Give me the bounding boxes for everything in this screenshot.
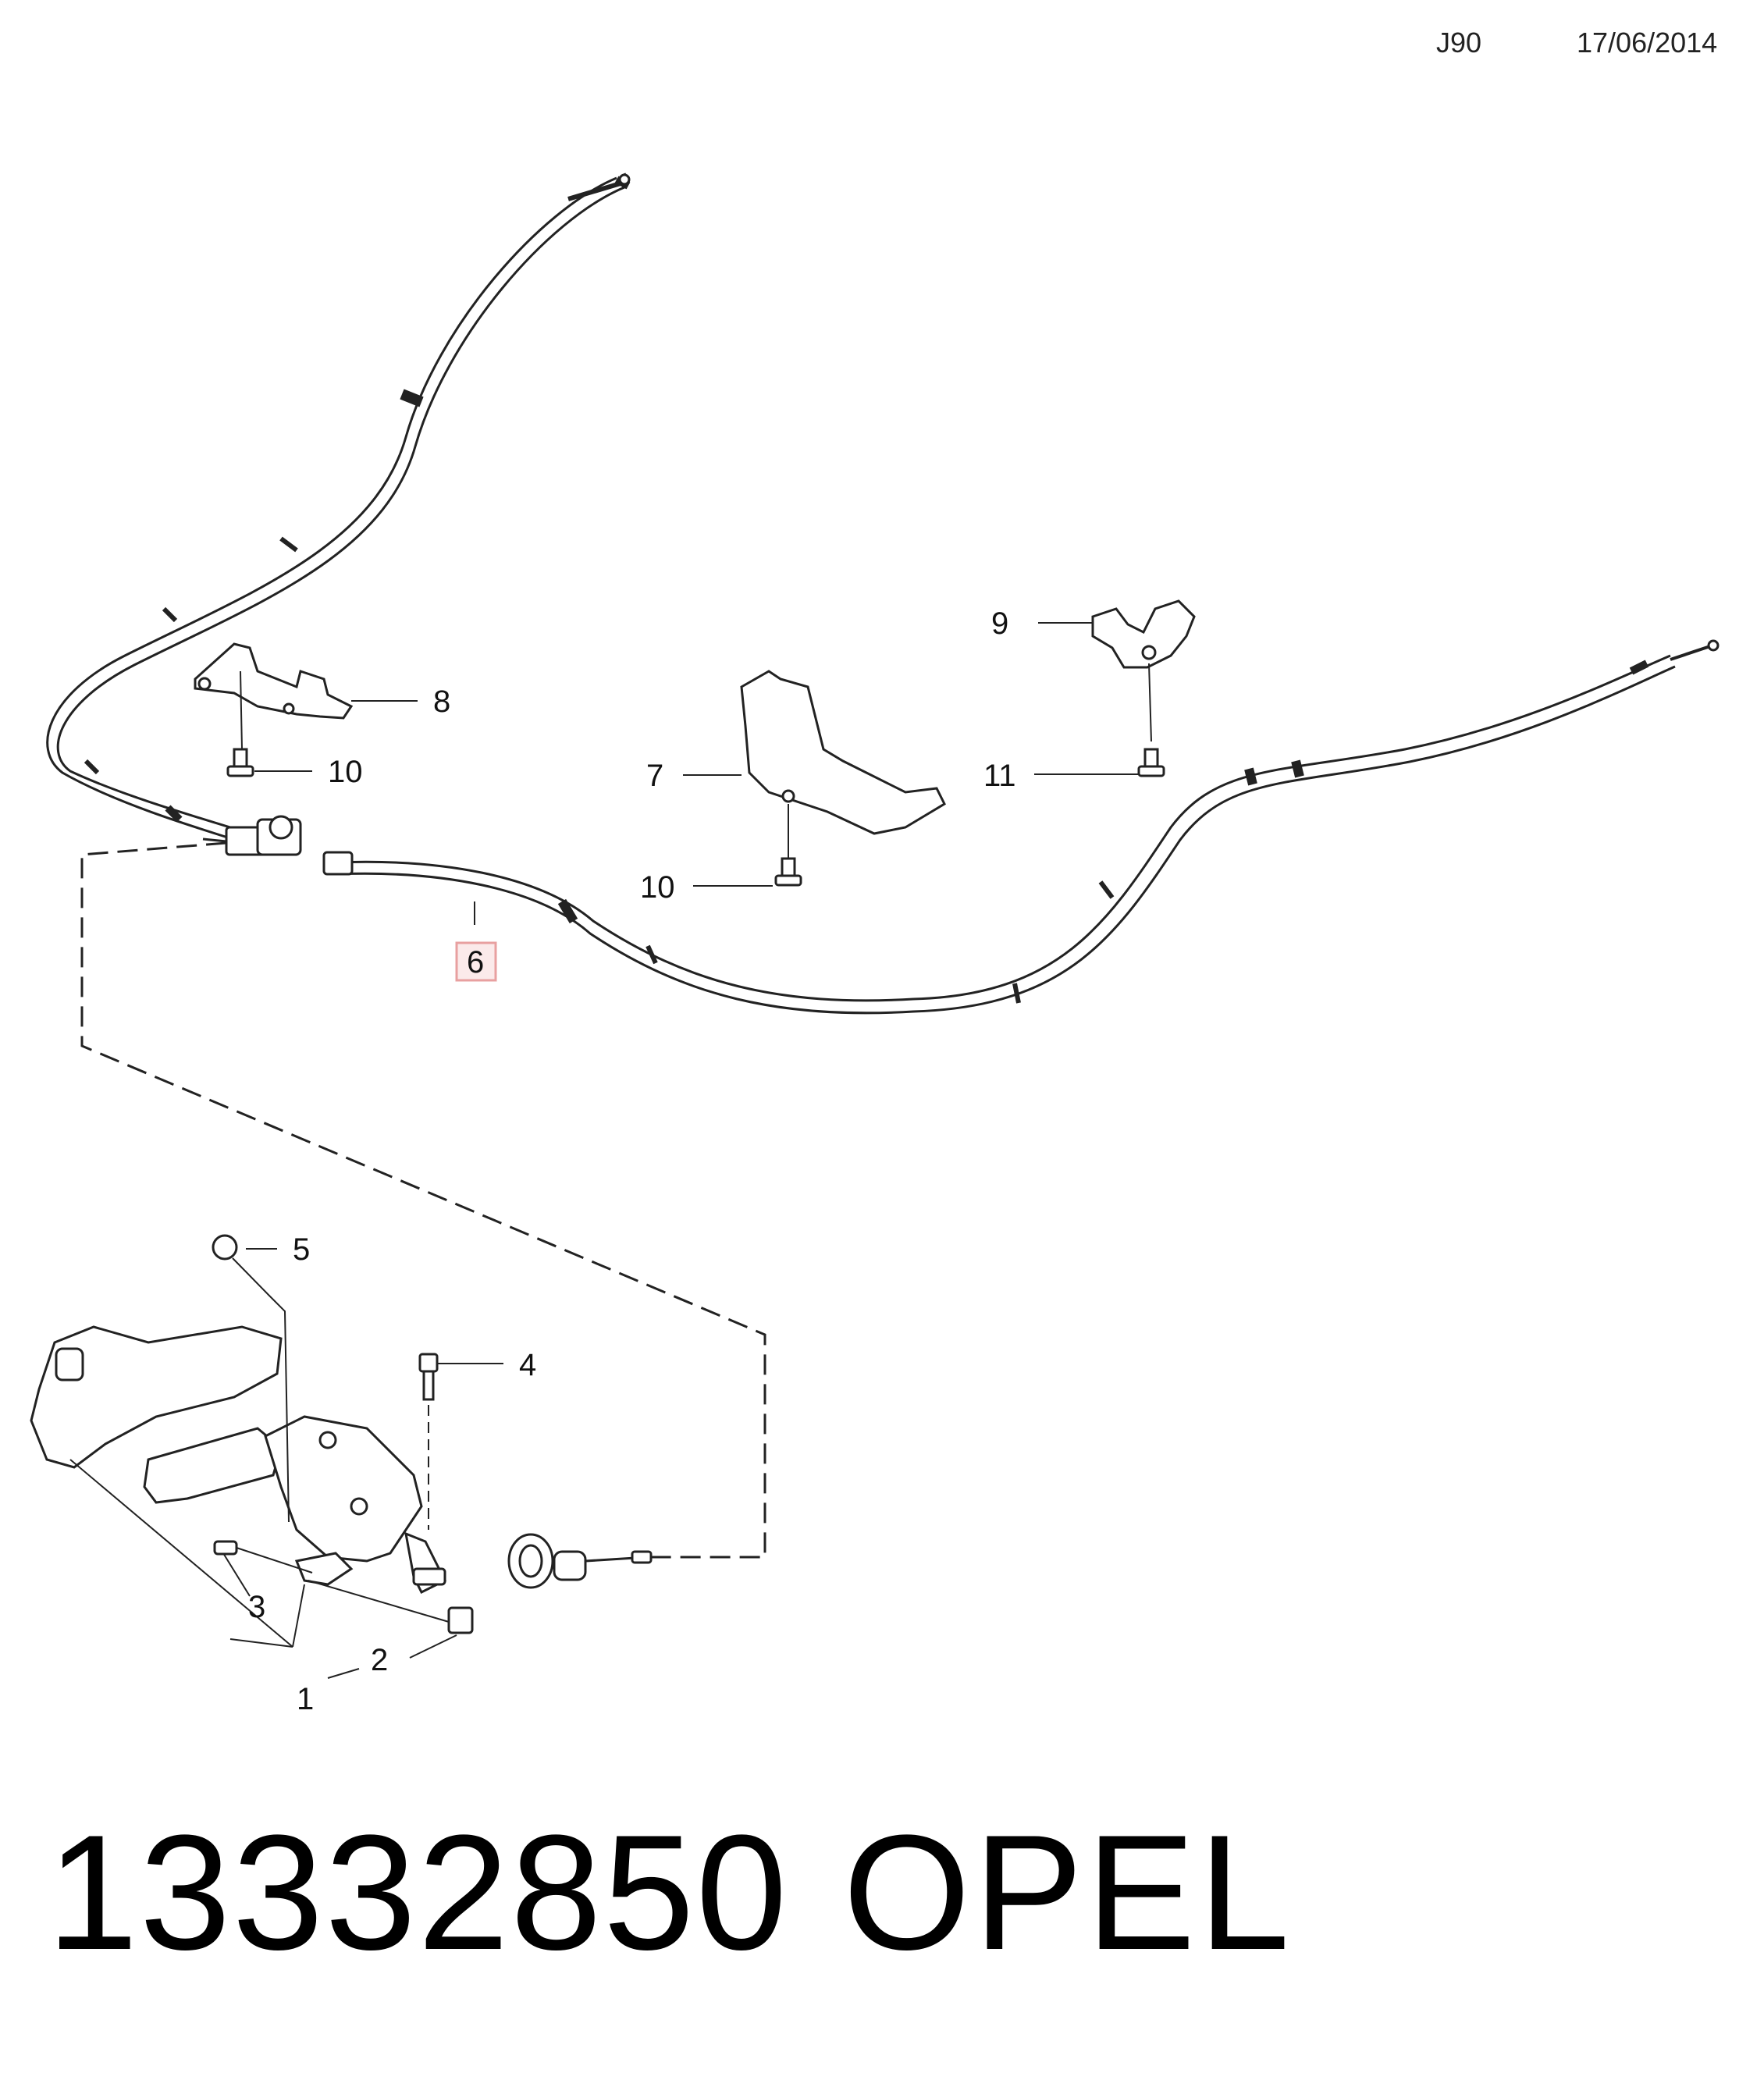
highlight-box-6: [455, 941, 497, 982]
bracket-8: [194, 642, 354, 750]
callout-10-upper: 10: [328, 755, 363, 789]
callout-4: 4: [519, 1348, 536, 1382]
callout-9: 9: [991, 606, 1008, 641]
callout-7: 7: [646, 759, 663, 793]
cable-equalizer: [202, 815, 354, 876]
diagram-date: 17/06/2014: [1577, 27, 1718, 59]
bolt-10-upper: [226, 748, 254, 777]
diagram-code: J90: [1436, 27, 1482, 59]
callout-6: 6: [467, 945, 484, 980]
main-brake-cable: [335, 639, 1720, 1015]
bolt-11: [1137, 748, 1165, 777]
vehicle-make: OPEL: [843, 1801, 1293, 1984]
bracket-7: [740, 670, 946, 859]
bracket-9: [1091, 599, 1196, 742]
lever-assembly: [30, 1234, 653, 1634]
callout-1: 1: [297, 1682, 314, 1716]
left-brake-cable: [46, 172, 631, 848]
callout-8: 8: [433, 685, 450, 719]
callout-3: 3: [248, 1590, 265, 1624]
callout-2: 2: [371, 1643, 388, 1677]
bolt-10-lower: [774, 857, 802, 887]
callout-11: 11: [983, 759, 1016, 793]
part-number: 13332850: [47, 1801, 789, 1984]
leader-lines: [69, 622, 1140, 1679]
reference-dashed-line: [80, 841, 766, 1559]
callout-5: 5: [293, 1232, 310, 1267]
callout-10-lower: 10: [640, 870, 675, 905]
